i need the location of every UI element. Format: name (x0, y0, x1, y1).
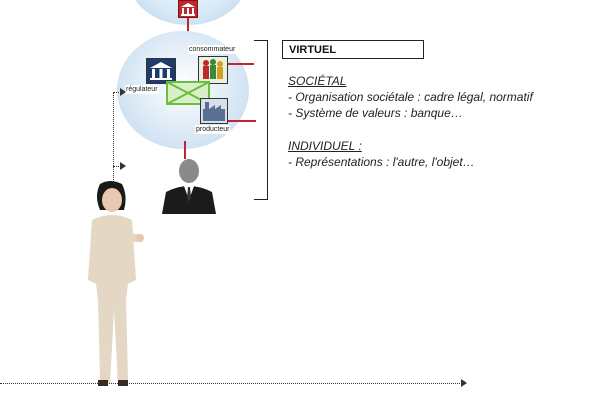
producteur-connector (228, 120, 256, 122)
label-regulateur: régulateur (125, 85, 159, 94)
bank-icon (146, 58, 176, 84)
bank-icon (178, 0, 198, 18)
virtuel-title: VIRTUEL (282, 40, 424, 59)
dotted-arrow-regulateur (113, 92, 123, 93)
societal-heading: SOCIÉTAL (288, 74, 347, 88)
dotted-connector-vertical (113, 92, 114, 188)
bracket (254, 40, 268, 200)
label-consommateur: consommateur (188, 45, 237, 54)
societal-item: - Organisation sociétale : cadre légal, … (288, 90, 533, 104)
consommateur-connector (228, 63, 254, 65)
people-icon (198, 56, 228, 84)
individual-connector (184, 141, 186, 159)
arrowhead-icon (461, 379, 467, 387)
exchange-icon (166, 81, 210, 105)
arrowhead-icon (120, 88, 126, 96)
dotted-arrow-individuel (113, 166, 123, 167)
dotted-timeline (0, 383, 462, 384)
label-producteur: producteur (195, 125, 231, 134)
individuel-heading: INDIVIDUEL : (288, 139, 362, 153)
top-connector (187, 18, 189, 34)
arrowhead-icon (120, 162, 126, 170)
individuel-item: - Représentations : l'autre, l'objet… (288, 155, 475, 169)
businessman-icon (158, 156, 220, 214)
businesswoman-icon (78, 180, 148, 392)
factory-icon (200, 98, 228, 124)
societal-item: - Système de valeurs : banque… (288, 106, 463, 120)
